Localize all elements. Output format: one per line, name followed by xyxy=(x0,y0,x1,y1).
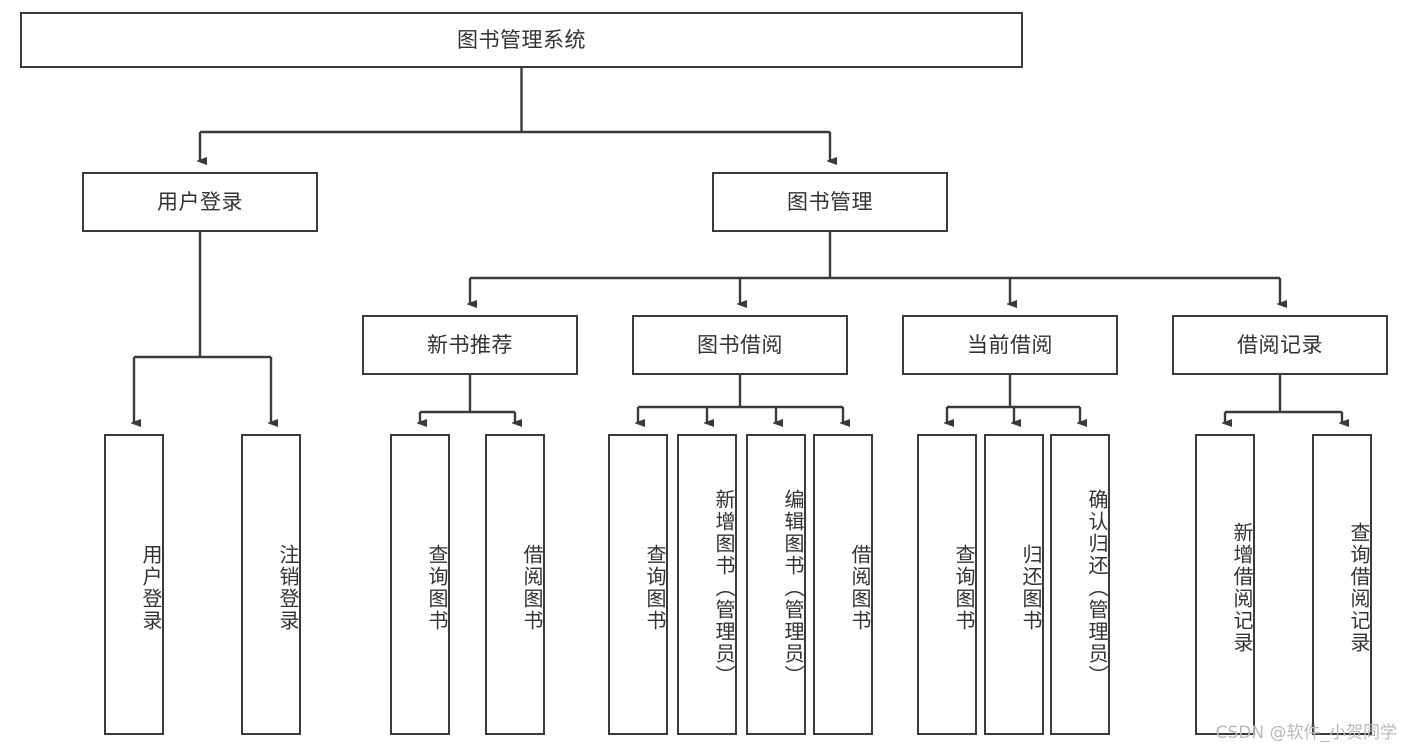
node-leaf-confirm-return: 确认归还（管理员） xyxy=(1050,434,1110,735)
node-label: 图书借阅 xyxy=(697,332,783,357)
node-leaf-query-book-2: 查询图书 xyxy=(608,434,668,735)
node-label: 确认归还（管理员） xyxy=(1085,488,1109,687)
node-label: 注销登录 xyxy=(276,543,300,632)
node-label: 编辑图书（管理员） xyxy=(781,488,805,687)
node-leaf-add-book: 新增图书（管理员） xyxy=(677,434,737,735)
watermark: CSDN @软件_小贺同学 xyxy=(1215,723,1397,743)
node-leaf-add-record: 新增借阅记录 xyxy=(1195,434,1255,735)
node-label: 归还图书 xyxy=(1019,543,1043,632)
node-label: 图书管理系统 xyxy=(457,27,586,52)
node-book-borrow: 图书借阅 xyxy=(632,315,848,375)
node-borrow-record: 借阅记录 xyxy=(1172,315,1388,375)
node-leaf-query-record: 查询借阅记录 xyxy=(1312,434,1372,735)
node-leaf-logout: 注销登录 xyxy=(241,434,301,735)
node-label: 新增图书（管理员） xyxy=(712,488,736,687)
node-login: 用户登录 xyxy=(82,172,318,232)
node-label: 借阅图书 xyxy=(520,543,544,632)
node-label: 图书管理 xyxy=(787,189,873,214)
node-label: 用户登录 xyxy=(139,543,163,632)
node-label: 查询图书 xyxy=(952,543,976,632)
node-leaf-query-book-1: 查询图书 xyxy=(390,434,450,735)
node-label: 新增借阅记录 xyxy=(1230,521,1254,654)
node-current-borrow: 当前借阅 xyxy=(902,315,1118,375)
node-leaf-query-book-3: 查询图书 xyxy=(917,434,977,735)
node-label: 查询图书 xyxy=(643,543,667,632)
node-label: 查询图书 xyxy=(425,543,449,632)
node-label: 借阅图书 xyxy=(848,543,872,632)
node-leaf-user-login: 用户登录 xyxy=(104,434,164,735)
node-label: 查询借阅记录 xyxy=(1347,521,1371,654)
node-new-book-rec: 新书推荐 xyxy=(362,315,578,375)
node-label: 借阅记录 xyxy=(1237,332,1323,357)
node-leaf-edit-book: 编辑图书（管理员） xyxy=(746,434,806,735)
node-label: 新书推荐 xyxy=(427,332,513,357)
node-book-mgmt: 图书管理 xyxy=(712,172,948,232)
node-label: 当前借阅 xyxy=(967,332,1053,357)
node-root: 图书管理系统 xyxy=(20,12,1023,68)
node-leaf-borrow-book-1: 借阅图书 xyxy=(485,434,545,735)
node-leaf-borrow-book-2: 借阅图书 xyxy=(813,434,873,735)
node-label: 用户登录 xyxy=(157,189,243,214)
node-leaf-return-book: 归还图书 xyxy=(984,434,1044,735)
